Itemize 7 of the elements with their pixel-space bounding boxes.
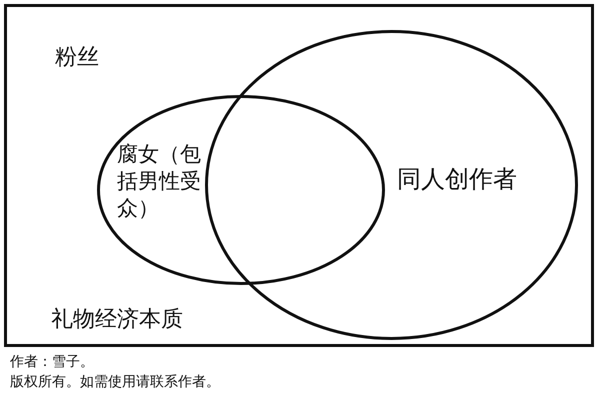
set-label: 同人创作者: [397, 164, 517, 195]
frame-box: [4, 4, 594, 347]
caption-text: 作者：雪子。: [10, 353, 94, 372]
caption-text: 版权所有。如需使用请联系作者。: [10, 373, 220, 392]
set-label: 礼物经济本质: [51, 306, 183, 334]
set-label: 粉丝: [55, 44, 99, 72]
set-label: 腐女（包括男性受众）: [117, 141, 202, 222]
